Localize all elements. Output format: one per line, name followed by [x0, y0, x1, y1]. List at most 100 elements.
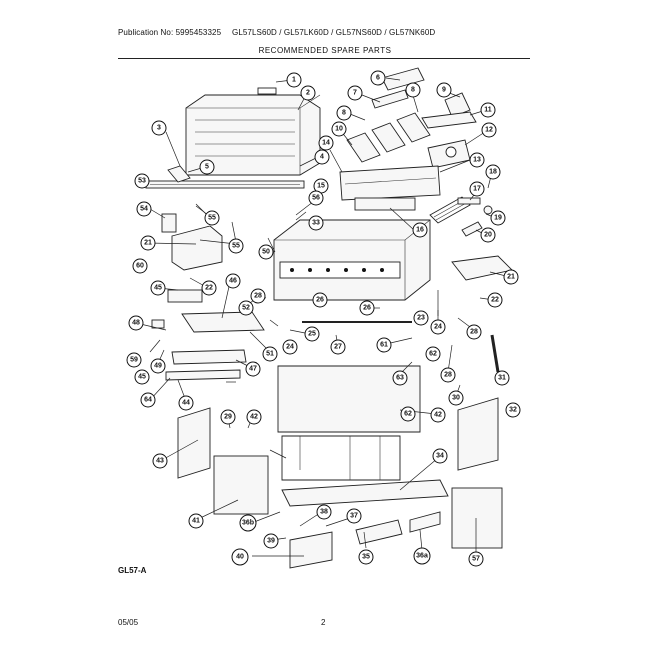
callout-label: 31: [498, 375, 506, 382]
callout-label: 34: [436, 453, 444, 460]
callout-12: 12: [481, 122, 497, 138]
callout-45a: 45: [150, 280, 166, 296]
figure-label: GL57-A: [118, 566, 147, 575]
burner-part: [354, 197, 416, 211]
callout-18: 18: [485, 164, 501, 180]
callout-16: 16: [412, 222, 428, 238]
callout-61: 61: [376, 337, 392, 353]
callout-8b: 8: [405, 82, 421, 98]
callout-label: 53: [138, 178, 146, 185]
part-shapes: [145, 67, 513, 569]
callout-3: 3: [151, 120, 167, 136]
callout-36a: 36a: [413, 547, 431, 565]
callout-label: 43: [156, 458, 164, 465]
callout-label: 40: [236, 554, 244, 561]
callout-label: 55: [208, 215, 216, 222]
callout-label: 57: [472, 556, 480, 563]
callout-1: 1: [286, 72, 302, 88]
callout-57: 57: [468, 551, 484, 567]
heat-shield-part: [339, 165, 441, 201]
door-right-part: [451, 487, 503, 549]
callout-21a: 21: [140, 235, 156, 251]
callout-25: 25: [304, 326, 320, 342]
callout-20: 20: [480, 227, 496, 243]
callout-label: 8: [411, 87, 415, 94]
callout-label: 2: [306, 90, 310, 97]
callout-51: 51: [262, 346, 278, 362]
callout-label: 28: [444, 372, 452, 379]
callout-49: 49: [150, 358, 166, 374]
callout-label: 28: [470, 329, 478, 336]
callout-label: 37: [350, 513, 358, 520]
callout-label: 62: [429, 351, 437, 358]
callout-label: 14: [322, 140, 330, 147]
firebox-part: [273, 219, 431, 301]
callout-label: 23: [417, 315, 425, 322]
callout-24a: 24: [430, 319, 446, 335]
callout-label: 42: [250, 414, 258, 421]
control-panel-part: [181, 311, 265, 333]
callout-2: 2: [300, 85, 316, 101]
callout-label: 50: [262, 249, 270, 256]
callout-37: 37: [346, 508, 362, 524]
callout-36b: 36b: [239, 514, 257, 532]
callout-11: 11: [480, 102, 496, 118]
callout-55b: 55: [204, 210, 220, 226]
callout-label: 61: [380, 342, 388, 349]
callout-39: 39: [263, 533, 279, 549]
callout-label: 25: [308, 331, 316, 338]
callout-label: 35: [362, 554, 370, 561]
callout-label: 28: [254, 293, 262, 300]
page-number: 2: [321, 618, 326, 627]
callout-28a: 28: [250, 288, 266, 304]
callout-46: 46: [225, 273, 241, 289]
callout-27: 27: [330, 339, 346, 355]
callout-55a: 55: [228, 238, 244, 254]
callout-19: 19: [490, 210, 506, 226]
callout-44: 44: [178, 395, 194, 411]
callout-label: 17: [473, 186, 481, 193]
callout-28c: 28: [440, 367, 456, 383]
callout-26a: 26: [312, 292, 328, 308]
callout-28b: 28: [466, 324, 482, 340]
callout-5: 5: [199, 159, 215, 175]
callout-label: 5: [205, 164, 209, 171]
callout-23: 23: [413, 310, 429, 326]
cover-part-6: [381, 67, 425, 91]
right-side-panel-part: [457, 397, 499, 471]
callout-label: 38: [320, 509, 328, 516]
header-rule: [118, 58, 530, 59]
callout-24b: 24: [282, 339, 298, 355]
callout-17: 17: [469, 181, 485, 197]
callout-label: 52: [242, 305, 250, 312]
callout-label: 9: [442, 87, 446, 94]
callout-label: 33: [312, 220, 320, 227]
callout-label: 46: [229, 278, 237, 285]
side-shelf-right-part: [451, 255, 513, 281]
callout-35: 35: [358, 549, 374, 565]
callout-8a: 8: [336, 105, 352, 121]
callout-label: 41: [192, 518, 200, 525]
callout-label: 6: [376, 75, 380, 82]
callout-22a: 22: [201, 280, 217, 296]
callout-6: 6: [370, 70, 386, 86]
side-shelf-left-part: [171, 225, 223, 271]
callout-62b: 62: [400, 406, 416, 422]
callout-label: 19: [494, 215, 502, 222]
callout-13: 13: [469, 152, 485, 168]
callout-label: 42: [434, 412, 442, 419]
callout-label: 30: [452, 395, 460, 402]
callout-label: 26: [316, 297, 324, 304]
door-left-part: [213, 455, 269, 515]
callout-31: 31: [494, 370, 510, 386]
callout-label: 36a: [416, 553, 428, 560]
callout-label: 26: [363, 305, 371, 312]
callout-62a: 62: [425, 346, 441, 362]
callout-label: 18: [489, 169, 497, 176]
callout-label: 24: [286, 344, 294, 351]
callout-50: 50: [258, 244, 274, 260]
hood-lid-part: [185, 87, 321, 176]
callout-60: 60: [132, 258, 148, 274]
callout-label: 11: [484, 107, 492, 114]
